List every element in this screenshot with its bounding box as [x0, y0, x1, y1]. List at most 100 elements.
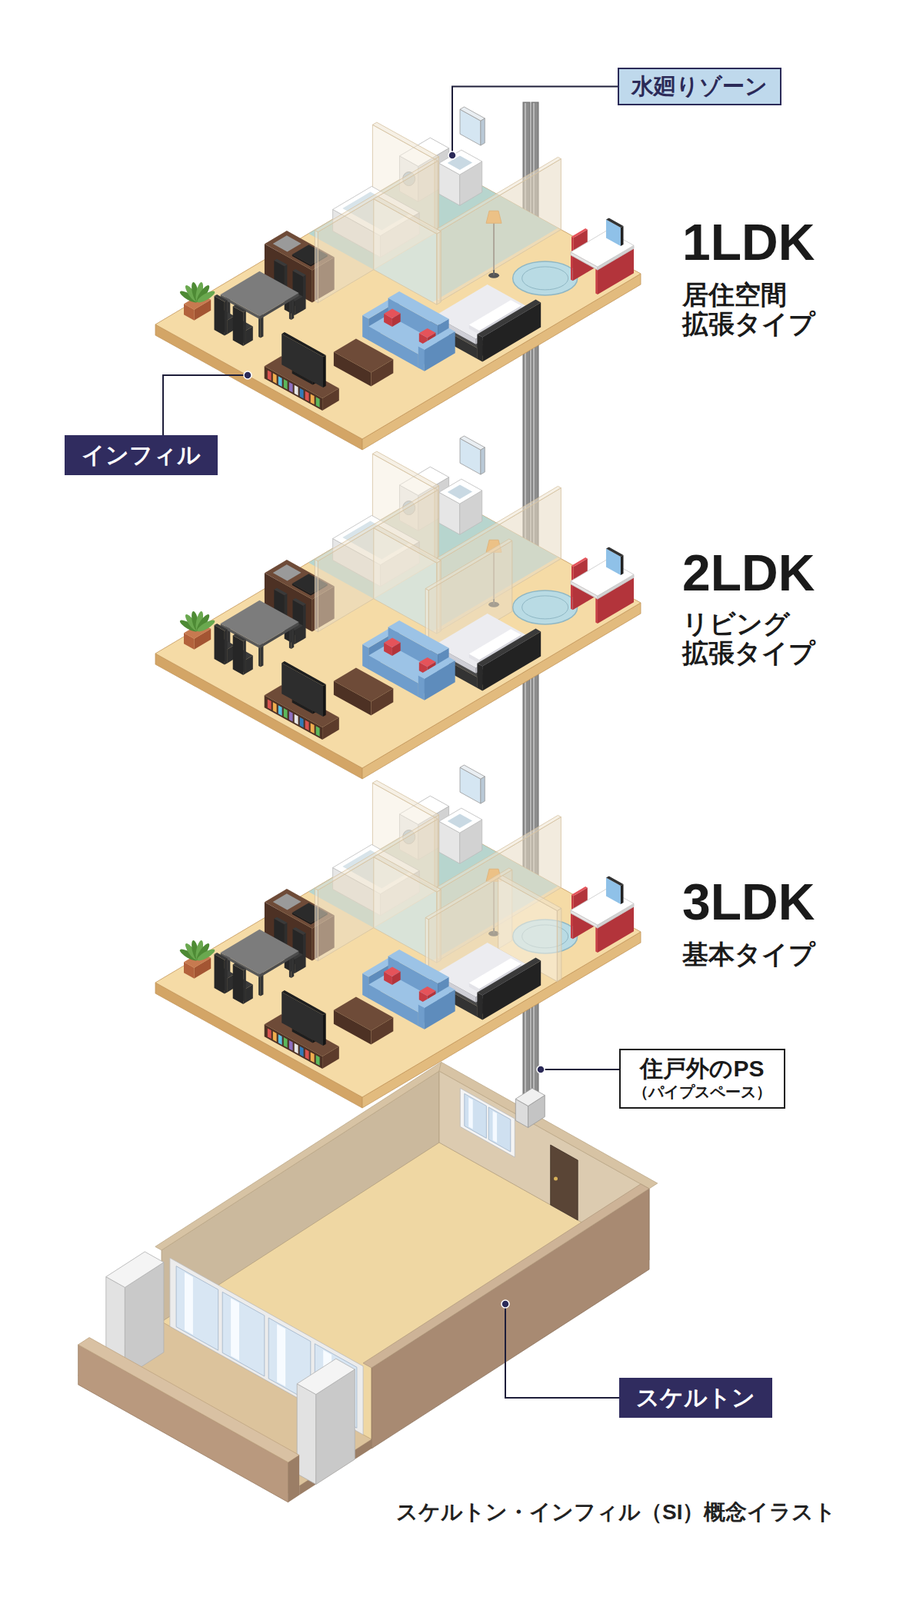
book [267, 699, 272, 710]
desk [570, 889, 634, 926]
coffee-table [333, 997, 394, 1032]
infill-floor-plan [155, 436, 641, 780]
book [299, 717, 304, 729]
monitor [620, 555, 624, 576]
dining-table [220, 600, 300, 646]
plan-description: 基本タイプ [682, 939, 829, 970]
partition-wall [373, 526, 442, 564]
plan-type: 3LDK [682, 876, 815, 928]
television [281, 661, 327, 687]
callout-text: スケルトン [636, 1384, 756, 1413]
chair-back [233, 965, 244, 1005]
washbasin [439, 808, 483, 834]
cushion [419, 986, 437, 997]
mirror-cabinet [459, 106, 485, 121]
chair-back [233, 306, 244, 347]
glass-door [176, 1266, 219, 1352]
chair-back [293, 927, 307, 936]
sofa-arm [418, 657, 456, 680]
sofa-arm [418, 675, 425, 700]
book [299, 1046, 304, 1058]
desk-leg [595, 927, 598, 954]
leader-dot [501, 1300, 510, 1309]
desk-chair-back [571, 228, 588, 238]
chair-back [214, 296, 225, 336]
partition-wall [373, 855, 442, 894]
plant-leaf [196, 947, 217, 963]
leader-line [540, 1069, 620, 1071]
chair-back [293, 598, 307, 607]
coffee-table [333, 339, 394, 374]
window-glare [493, 1111, 498, 1143]
bed-board [476, 334, 483, 363]
cushion [383, 638, 401, 648]
desk [570, 230, 634, 267]
parapet-top [78, 1338, 300, 1463]
book [289, 382, 294, 394]
sofa-arm [418, 986, 456, 1009]
television [281, 663, 324, 717]
kitchen-sink [273, 235, 302, 252]
monitor [606, 876, 624, 887]
glass-glare [184, 1272, 194, 1336]
skeleton-callout: スケルトン [619, 1378, 773, 1419]
sofa-arm [362, 973, 369, 1000]
chair-back [273, 588, 287, 597]
book [283, 708, 288, 720]
floor-slab [155, 159, 641, 440]
desk [570, 559, 634, 597]
sofa-arm [418, 1004, 425, 1030]
book [267, 1028, 272, 1040]
mirror-cabinet [459, 765, 485, 780]
mirror-cabinet [480, 118, 485, 146]
book [316, 1055, 320, 1067]
desk-leg [595, 598, 598, 625]
bed-board [476, 663, 483, 692]
book [305, 720, 310, 732]
skeleton-outer-wall [371, 1189, 650, 1450]
bed-board [482, 302, 541, 362]
kitchen-sink [273, 893, 302, 910]
monitor [606, 547, 624, 558]
wall-top [155, 1062, 442, 1251]
basin-bowl [447, 813, 473, 829]
partition-wall [436, 156, 562, 231]
pipe-space-callout: 住戸外のPS（パイプスペース） [619, 1049, 786, 1110]
chair-back [214, 625, 225, 665]
leader-dot [243, 371, 252, 380]
bed-board [476, 992, 483, 1021]
partition-wall [314, 559, 318, 633]
mirror-cabinet [480, 776, 485, 804]
book [289, 1040, 294, 1052]
cushion [383, 967, 401, 977]
sofa-arm [362, 644, 369, 670]
bed-board [476, 299, 541, 338]
sofa-arm [362, 315, 369, 341]
callout-text: 水廻りゾーン [631, 73, 768, 100]
leader-lines [163, 86, 620, 1399]
television [281, 992, 324, 1047]
partition-wall [314, 229, 318, 303]
partition-wall [425, 539, 513, 591]
door [550, 1145, 579, 1221]
bed-board [476, 958, 541, 997]
dining-table [220, 271, 300, 317]
callout-text: 住戸外のPS [633, 1055, 772, 1083]
rug [513, 590, 578, 625]
partition-wall [439, 159, 561, 303]
television [281, 990, 327, 1016]
rug-ring [522, 266, 569, 290]
book [316, 396, 320, 408]
monitor [606, 218, 624, 229]
coffee-table [333, 668, 394, 703]
television [323, 355, 327, 388]
desk-leg [570, 584, 574, 610]
chair-back [273, 259, 287, 267]
desk-leg [570, 255, 574, 281]
television [281, 333, 324, 388]
monitor [620, 226, 624, 247]
plan-type: 1LDK [682, 216, 815, 268]
basin-bowl [447, 484, 473, 500]
washbasin [439, 149, 483, 175]
chair-back [214, 952, 228, 961]
